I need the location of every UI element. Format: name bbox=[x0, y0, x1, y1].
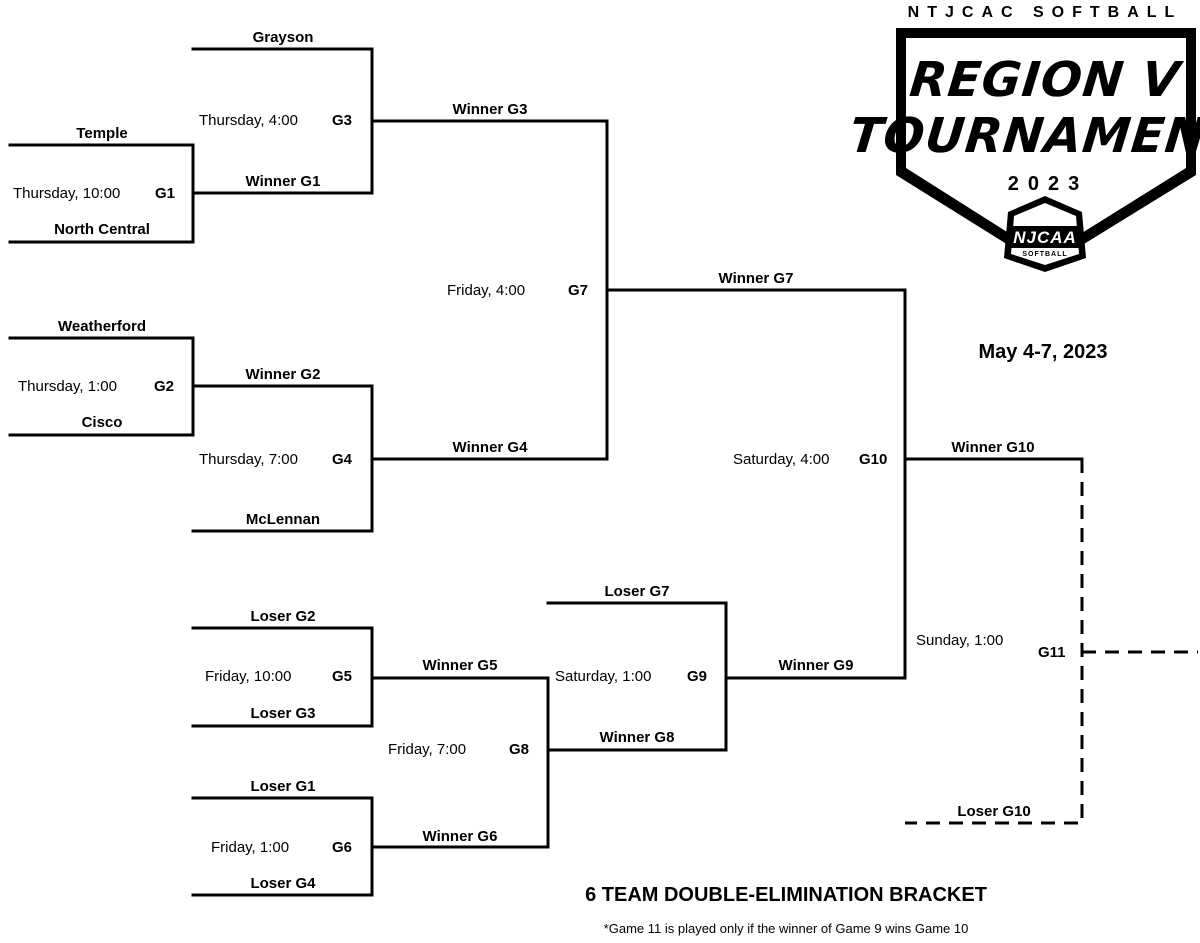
g7-label: G7 bbox=[568, 282, 589, 299]
g8-label: G8 bbox=[509, 741, 530, 758]
g8-bottom-team: Winner G6 bbox=[422, 828, 498, 845]
footnote: *Game 11 is played only if the winner of… bbox=[603, 921, 969, 936]
g10-top-team: Winner G7 bbox=[718, 270, 794, 287]
g2-time: Thursday, 1:00 bbox=[18, 378, 117, 395]
g4-label: G4 bbox=[332, 451, 353, 468]
g8-time: Friday, 7:00 bbox=[388, 741, 467, 758]
tournament-dates: May 4-7, 2023 bbox=[978, 341, 1108, 363]
g3-label: G3 bbox=[332, 112, 353, 129]
g8-bracket-line bbox=[370, 676, 550, 849]
g9-bracket-line bbox=[546, 601, 728, 752]
g5-label: G5 bbox=[332, 668, 353, 685]
g11-label: G11 bbox=[1038, 644, 1066, 661]
g7-time: Friday, 4:00 bbox=[447, 282, 526, 299]
g7-top-team: Winner G3 bbox=[452, 101, 528, 118]
g11-top-team: Winner G10 bbox=[951, 439, 1035, 456]
g1-top-team: Temple bbox=[76, 125, 128, 142]
g1-bottom-team: North Central bbox=[54, 221, 150, 238]
g9-top-team: Loser G7 bbox=[604, 583, 670, 600]
g2-bottom-team: Cisco bbox=[81, 414, 123, 431]
g10-label: G10 bbox=[859, 451, 888, 468]
g10-bracket-line bbox=[605, 288, 907, 680]
g6-time: Friday, 1:00 bbox=[211, 839, 290, 856]
g6-top-team: Loser G1 bbox=[250, 778, 316, 795]
g1-label: G1 bbox=[155, 185, 176, 202]
g4-top-team: Winner G2 bbox=[245, 366, 321, 383]
g9-time: Saturday, 1:00 bbox=[555, 668, 652, 685]
g10-time: Saturday, 4:00 bbox=[733, 451, 830, 468]
njcaa-badge-icon bbox=[1004, 196, 1086, 272]
g10-bottom-team: Winner G9 bbox=[778, 657, 854, 674]
g3-top-team: Grayson bbox=[252, 29, 314, 46]
g9-label: G9 bbox=[687, 668, 708, 685]
g11-bracket-dashed bbox=[905, 459, 1084, 825]
g8-top-team: Winner G5 bbox=[422, 657, 498, 674]
g5-bottom-team: Loser G3 bbox=[250, 705, 316, 722]
g6-bottom-team: Loser G4 bbox=[250, 875, 316, 892]
g11-bottom-team: Loser G10 bbox=[957, 803, 1031, 820]
g3-bottom-team: Winner G1 bbox=[245, 173, 321, 190]
bracket-title: 6 TEAM DOUBLE-ELIMINATION BRACKET bbox=[585, 884, 987, 906]
g4-bottom-team: McLennan bbox=[245, 511, 321, 528]
g9-bottom-team: Winner G8 bbox=[599, 729, 675, 746]
g11-time: Sunday, 1:00 bbox=[916, 632, 1004, 649]
g5-top-team: Loser G2 bbox=[250, 608, 316, 625]
g4-time: Thursday, 7:00 bbox=[199, 451, 298, 468]
logo-title-line2: TOURNAMENT bbox=[846, 108, 1200, 164]
badge-text: NJCAA bbox=[1013, 228, 1077, 247]
logo-title-line1: REGION V bbox=[907, 52, 1183, 108]
g1-time: Thursday, 10:00 bbox=[13, 185, 121, 202]
logo-year: 2023 bbox=[1007, 173, 1089, 195]
g2-top-team: Weatherford bbox=[57, 318, 147, 335]
g6-label: G6 bbox=[332, 839, 353, 856]
g5-time: Friday, 10:00 bbox=[205, 668, 292, 685]
g3-time: Thursday, 4:00 bbox=[199, 112, 298, 129]
g7-bottom-team: Winner G4 bbox=[452, 439, 528, 456]
g2-label: G2 bbox=[154, 378, 175, 395]
badge-sub: SOFTBALL bbox=[1022, 251, 1068, 258]
logo-header: NTJCAC SOFTBALL bbox=[907, 4, 1183, 21]
